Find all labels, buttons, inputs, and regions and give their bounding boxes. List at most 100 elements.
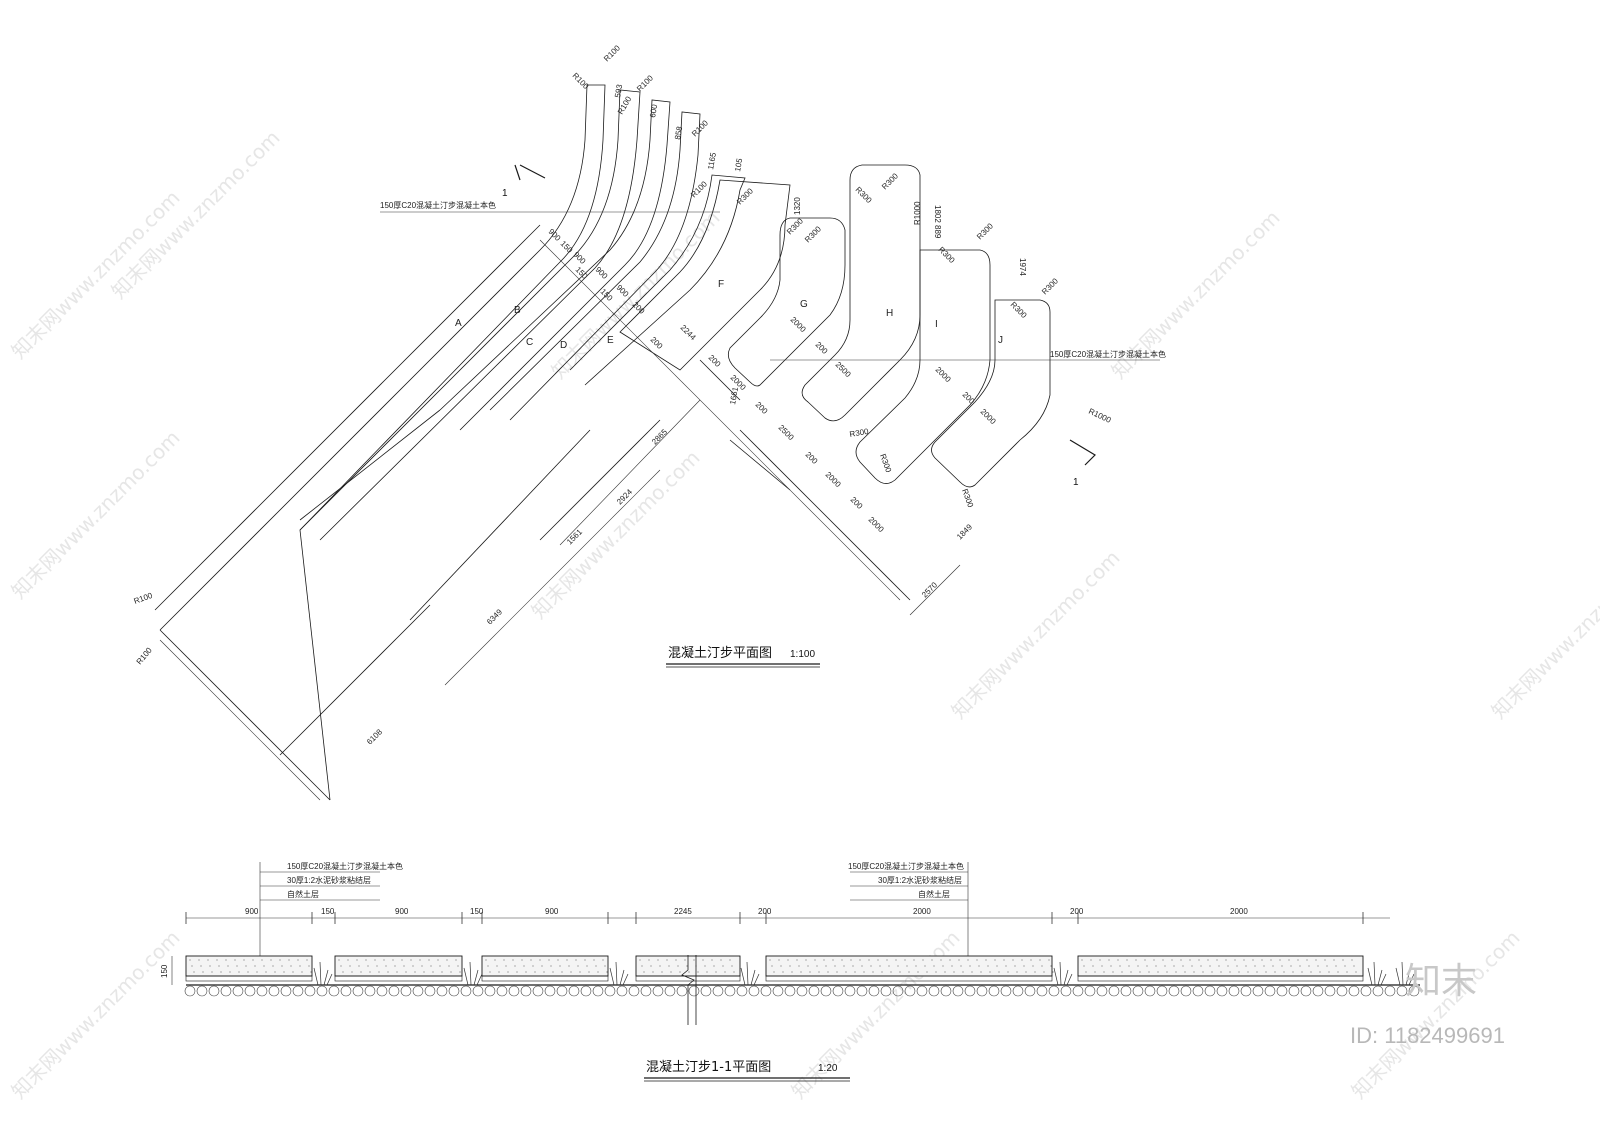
aggregate-dot [733,971,735,973]
grass-tuft [313,961,333,986]
soil-pebble [1096,985,1108,997]
aggregate-dot [256,971,258,973]
radius-label: R300 [735,186,755,206]
section-mark-symbol [1069,439,1096,466]
aggregate-dot [980,971,982,973]
aggregate-dot [1315,959,1317,961]
aggregate-dot [299,965,301,967]
dimension-label: 1974 [1018,258,1027,276]
brand-watermark: 知末 [1405,961,1477,1002]
aggregate-dot [652,971,654,973]
aggregate-dot [904,959,906,961]
aggregate-dot [1220,971,1222,973]
soil-pebble [280,985,292,997]
aggregate-dot [1279,959,1281,961]
aggregate-dot [861,965,863,967]
dimension-label: 593 [613,83,624,98]
soil-pebble [880,985,892,997]
aggregate-dot [496,965,498,967]
aggregate-dot [566,959,568,961]
radius-label: R300 [880,171,900,191]
aggregate-dot [487,965,489,967]
soil-pebble [832,985,844,997]
aggregate-dot [505,965,507,967]
soil-pebble [1156,985,1168,997]
aggregate-dot [419,959,421,961]
aggregate-dot [1137,965,1139,967]
aggregate-dot [561,971,563,973]
concrete-slab [334,955,463,977]
aggregate-dot [265,971,267,973]
aggregate-dot [283,971,285,973]
aggregate-dot [643,971,645,973]
aggregate-dot [1130,971,1132,973]
aggregate-dot [202,971,204,973]
aggregate-dot [1353,965,1355,967]
soil-pebble [808,985,820,997]
aggregate-dot [823,959,825,961]
aggregate-dot [1263,965,1265,967]
aggregate-dot [1281,965,1283,967]
layer-note: 自然土层 [287,889,319,899]
radius-label: R100 [635,73,655,93]
soil-pebble [964,985,976,997]
soil-pebble [496,985,508,997]
aggregate-dot [238,971,240,973]
dimension-label: 200 [707,353,723,369]
aggregate-dot [1229,971,1231,973]
soil-pebble [1048,985,1060,997]
soil-pebble [388,985,400,997]
soil-pebble [448,985,460,997]
aggregate-dot [1342,959,1344,961]
dimension-label: 1165 [706,151,718,170]
soil-pebble [700,985,712,997]
aggregate-dot [338,959,340,961]
watermark-tile: 知末网www.znzmo.com [7,186,185,364]
aggregate-dot [1270,959,1272,961]
aggregate-dot [1211,971,1213,973]
aggregate-dot [281,965,283,967]
aggregate-dot [996,965,998,967]
aggregate-dot [1200,965,1202,967]
aggregate-dot [378,971,380,973]
aggregate-dot [1317,965,1319,967]
dimension-label: 6108 [365,727,384,746]
grass-tuft [1395,961,1415,986]
aggregate-dot [1166,971,1168,973]
watermark-tile: 知末网www.znzmo.com [1347,926,1525,1104]
radius-label: R100 [133,591,155,606]
soil-pebble [664,985,676,997]
aggregate-dot [1236,965,1238,967]
aggregate-dot [595,965,597,967]
aggregate-dot [814,959,816,961]
soil-pebble [1348,985,1360,997]
soil-pebble [520,985,532,997]
aggregate-dot [392,959,394,961]
aggregate-dot [365,959,367,961]
aggregate-dot [198,959,200,961]
aggregate-dot [697,971,699,973]
edge-line [279,604,431,756]
aggregate-dot [193,971,195,973]
aggregate-dot [584,959,586,961]
edge-line [729,439,791,491]
plan-scale: 1:100 [790,649,815,660]
aggregate-dot [575,959,577,961]
soil-pebble [256,985,268,997]
aggregate-dot [340,965,342,967]
dimension-label: 900 [572,250,588,266]
layer-note: 150厚C20混凝土汀步混凝土本色 [287,861,403,871]
aggregate-dot [1225,959,1227,961]
radius-label: R300 [878,453,893,475]
aggregate-dot [247,971,249,973]
aggregate-dot [805,959,807,961]
aggregate-dot [906,965,908,967]
radius-label: R1000 [1087,407,1113,425]
aggregate-dot [899,971,901,973]
stone-h-outline [801,164,921,422]
aggregate-dot [657,959,659,961]
aggregate-dot [967,959,969,961]
material-note: 150厚C20混凝土汀步混凝土本色 [1050,349,1166,359]
